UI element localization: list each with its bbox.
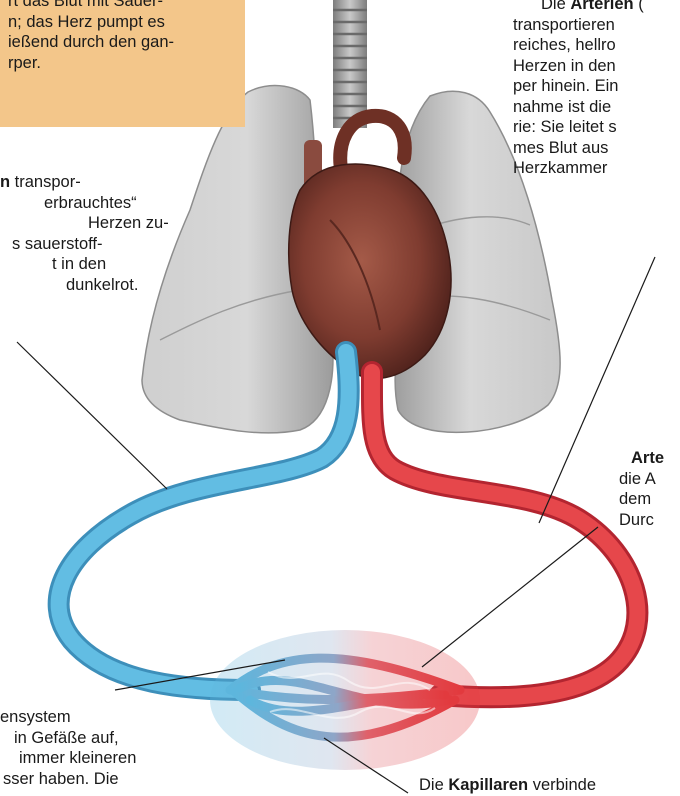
arteries-term: Arterien	[570, 0, 633, 13]
arterioles-term: Arte	[631, 449, 664, 467]
arterioles-line: dem	[619, 489, 664, 510]
arterioles-description: Arte die A dem Durc	[631, 448, 664, 530]
capillaries-prefix: Die	[419, 776, 448, 794]
arteries-suffix: (	[634, 0, 644, 13]
arteries-line: transportieren	[513, 15, 644, 36]
veins-description: n transpor- erbrauchtes“ Herzen zu- s sa…	[0, 172, 169, 295]
venules-description: ensystem in Gefäße auf, immer kleineren …	[0, 707, 136, 789]
arteries-description: Die Arterien ( transportieren reiches, h…	[513, 0, 644, 179]
arteries-line: per hinein. Ein	[513, 76, 644, 97]
arteries-line: mes Blut aus	[513, 138, 644, 159]
veins-line: transpor-	[10, 173, 81, 191]
arteries-prefix: Die	[541, 0, 570, 13]
venules-line: immer kleineren	[0, 748, 136, 769]
heart-info-box: rt das Blut mit Sauer- n; das Herz pumpt…	[0, 0, 245, 127]
veins-line: dunkelrot.	[0, 275, 169, 296]
trachea	[333, 0, 367, 128]
veins-line: Herzen zu-	[0, 213, 169, 234]
arteries-line: nahme ist die	[513, 97, 644, 118]
venules-line: sser haben. Die	[0, 769, 136, 790]
arterioles-line: die A	[619, 469, 664, 490]
heart-info-line: n; das Herz pumpt es	[8, 12, 174, 33]
heart-info-line: rper.	[8, 53, 174, 74]
heart-info-line: ießend durch den gan-	[8, 32, 174, 53]
heart-info-line: rt das Blut mit Sauer-	[8, 0, 174, 12]
veins-line: t in den	[0, 254, 169, 275]
veins-term: n	[0, 173, 10, 191]
arteries-line: reiches, hellro	[513, 35, 644, 56]
venules-line: in Gefäße auf,	[0, 728, 136, 749]
arteries-line: Herzkammer	[513, 158, 644, 179]
venules-line: ensystem	[0, 707, 136, 728]
arteries-line: rie: Sie leitet s	[513, 117, 644, 138]
arterioles-line: Durc	[619, 510, 664, 531]
veins-line: erbrauchtes“	[0, 193, 169, 214]
capillaries-term: Kapillaren	[448, 776, 528, 794]
veins-line: s sauerstoff-	[0, 234, 169, 255]
capillary-bed	[210, 630, 480, 770]
arteries-line: Herzen in den	[513, 56, 644, 77]
heart-info-text: rt das Blut mit Sauer- n; das Herz pumpt…	[8, 0, 174, 73]
capillaries-description: Die Kapillaren verbinde	[419, 775, 596, 796]
capillaries-suffix: verbinde	[528, 776, 596, 794]
